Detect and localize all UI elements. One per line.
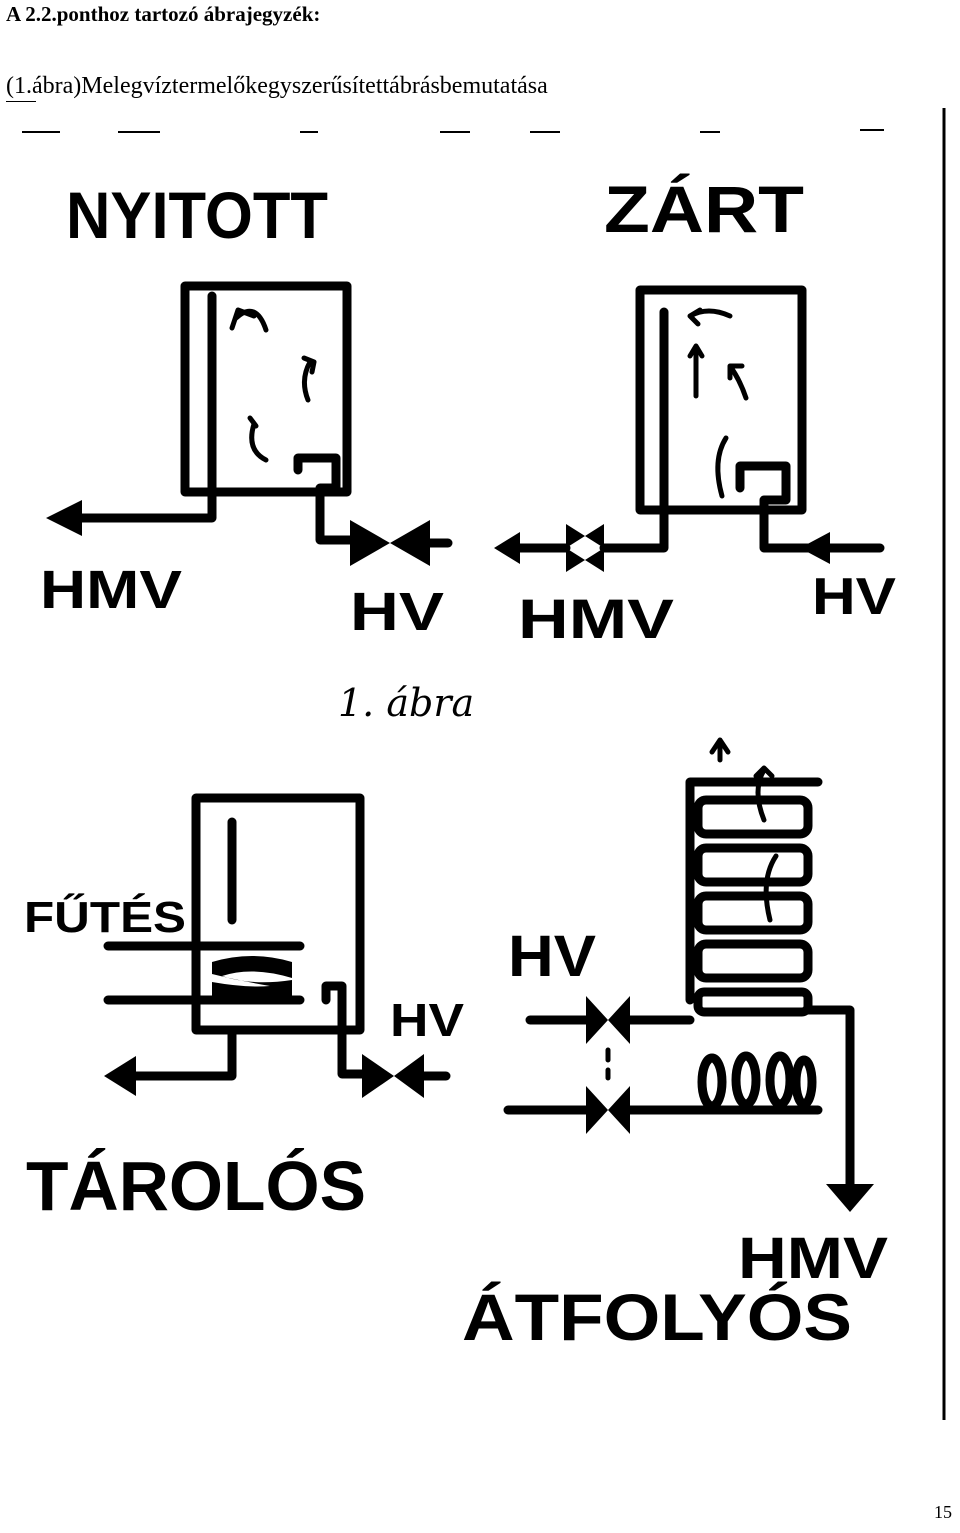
flow-burner-flame-3 — [765, 1051, 795, 1109]
flow-exchanger-plate-1 — [693, 795, 813, 839]
flow-burner-flame-1 — [697, 1053, 727, 1111]
open-inlet-pipe — [293, 453, 355, 545]
panel-storage-title: TÁROLÓS — [26, 1147, 366, 1225]
closed-flow-arrow — [687, 307, 733, 327]
open-inlet-label: HV — [350, 582, 444, 642]
panel-storage: FŰTÉS HV TÁROLÓS — [24, 793, 464, 1225]
flow-outlet-pipe — [803, 1005, 855, 1201]
section-heading: A 2.2.ponthoz tartozó ábrajegyzék: — [6, 2, 321, 26]
open-inlet-valve — [350, 520, 430, 566]
scan-marks — [22, 108, 946, 1420]
flow-riser-pipe — [685, 777, 823, 1005]
panel-open: NYITOTT HMV HV — [40, 178, 453, 642]
open-outlet-label: HMV — [40, 560, 182, 620]
storage-inlet-valve — [362, 1054, 424, 1098]
storage-heating-label: FŰTÉS — [24, 892, 186, 942]
panel-closed-title: ZÁRT — [604, 172, 804, 246]
panel-flow-title: ÁTFOLYÓS — [462, 1280, 852, 1354]
flow-burner-flame-4 — [791, 1055, 817, 1109]
storage-tank — [191, 793, 365, 1035]
flow-burner-flame-2 — [731, 1051, 761, 1109]
open-outlet-arrow — [46, 500, 82, 536]
closed-outlet-valve — [566, 524, 604, 572]
flow-outlet-label: HMV — [738, 1226, 888, 1291]
figure-label: 1. ábra — [338, 681, 474, 725]
closed-inlet-label: HV — [812, 568, 896, 626]
flow-exchanger-plate-2 — [693, 843, 813, 887]
closed-outlet-pipe — [599, 505, 669, 553]
flow-inlet-valve — [586, 996, 630, 1044]
closed-inlet-arrow — [800, 532, 830, 564]
flow-exchanger-plate-4 — [693, 939, 813, 983]
open-heater-tank — [180, 281, 352, 497]
flow-exchanger-plate-3 — [693, 891, 813, 935]
closed-heater-tank — [635, 285, 807, 515]
flow-gas-valve — [586, 1086, 630, 1134]
storage-outlet-arrow — [104, 1056, 136, 1096]
storage-inlet-pipe — [321, 981, 367, 1079]
panel-closed: ZÁRT HMV HV — [494, 172, 896, 650]
flow-exhaust-arrows — [709, 737, 779, 923]
panel-open-title: NYITOTT — [66, 178, 328, 252]
open-outlet-pipe — [55, 495, 217, 523]
page-number: 15 — [934, 1502, 952, 1522]
open-flow-arrow — [233, 308, 269, 333]
closed-inlet-pipe — [735, 461, 885, 553]
figure-caption: (1.ábra)Melegvíztermelőkegyszerűsítettáb… — [6, 73, 548, 99]
flow-inlet-label: HV — [508, 924, 596, 989]
storage-heating-coil — [212, 956, 292, 1002]
caption-underline — [6, 101, 36, 102]
storage-inlet-label: HV — [390, 994, 464, 1046]
panel-flow: HV HMV ÁTFOLYÓS — [462, 737, 888, 1354]
closed-outlet-arrow — [494, 532, 520, 564]
closed-outlet-label: HMV — [518, 587, 674, 650]
flow-outlet-arrow — [826, 1184, 874, 1212]
storage-outlet-pipe — [115, 1025, 237, 1081]
flow-exchanger-plate-5 — [693, 987, 813, 1017]
